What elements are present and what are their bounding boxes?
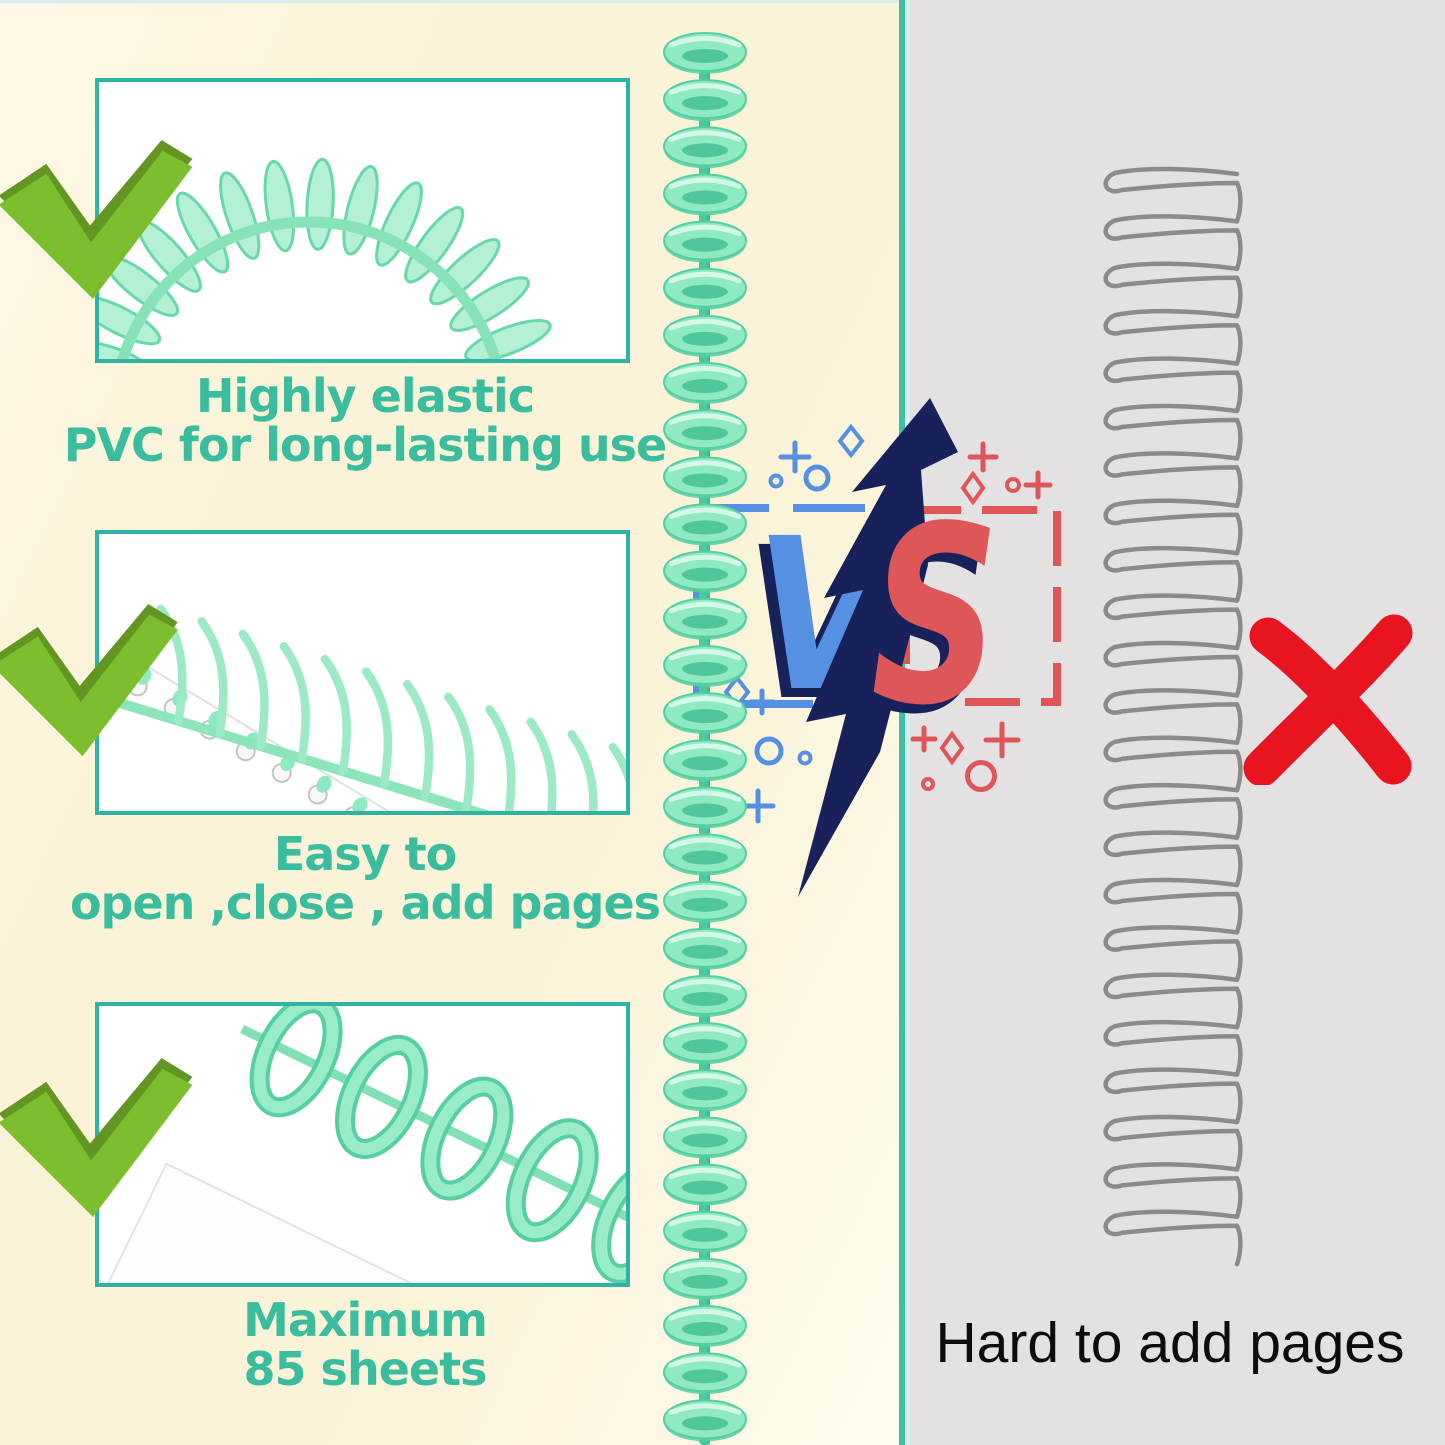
comb-prongs [156, 604, 626, 811]
caption-line: Easy to [273, 827, 457, 881]
metal-wire-binding [1103, 166, 1243, 1267]
product-photo-frame-2 [95, 530, 630, 815]
divider-highlight [905, 0, 910, 1445]
rings [249, 1006, 626, 1283]
feature-caption-2: Easy to open ,close , add pages [20, 827, 710, 931]
product-photo-frame-1 [95, 78, 630, 363]
coil-art [99, 157, 552, 359]
plastic-binding-spine [663, 32, 747, 1445]
wire-loops [1103, 166, 1243, 1267]
caption-line: PVC for long-lasting use [63, 418, 668, 473]
x-icon [1243, 614, 1413, 785]
vs-letter-s: S [871, 474, 1000, 760]
photo-elastic-coil [99, 82, 626, 359]
comb-spine [106, 695, 626, 811]
lightning-bolt-icon [798, 398, 958, 897]
caption-line: 85 sheets [243, 1342, 488, 1397]
red-sparkles-icon [910, 441, 1053, 792]
photo-open-binding [99, 534, 626, 811]
plastic-rings [663, 32, 747, 1445]
divider-line [899, 0, 905, 1445]
caption-line: open ,close , add pages [69, 876, 661, 931]
red-frame-outline [902, 506, 1061, 706]
checkmark-icon [0, 1058, 193, 1218]
vs-graphic: V V S S [693, 398, 1061, 897]
checkmark-icon [0, 140, 193, 300]
disc-rings [240, 1006, 626, 1283]
top-edge-highlight [0, 0, 901, 3]
right-caption: Hard to add pages [935, 1311, 1405, 1375]
feature-caption-3: Maximum 85 sheets [20, 1293, 710, 1397]
vs-letter-s-shadow: S [862, 483, 991, 769]
photo-binding-rings [99, 1006, 626, 1283]
checkmark-icon [0, 604, 178, 757]
feature-caption-1: Highly elastic PVC for long-lasting use [20, 369, 710, 473]
open-comb [106, 604, 626, 811]
caption-line: Highly elastic [195, 369, 535, 423]
caption-line: Maximum [243, 1293, 488, 1347]
